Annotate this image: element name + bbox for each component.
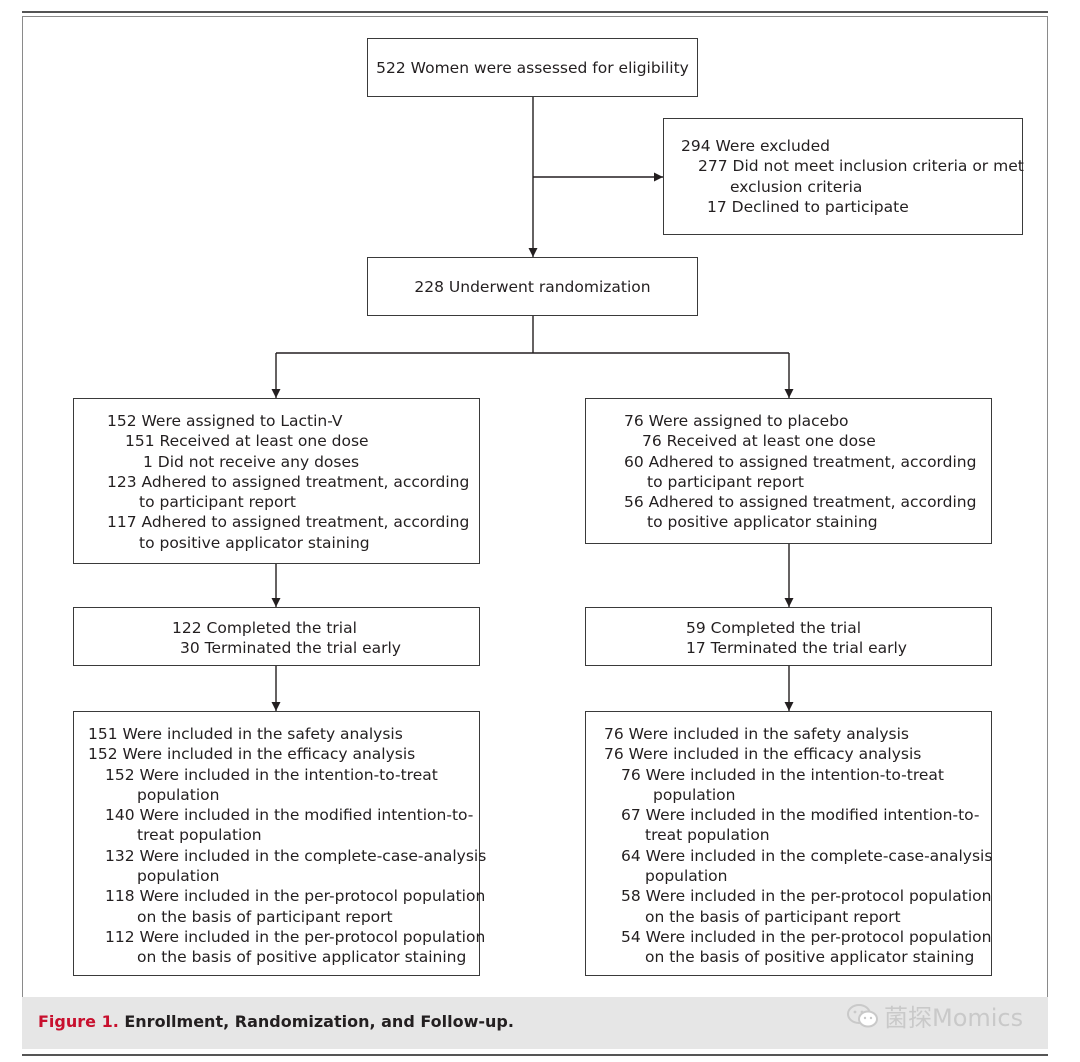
placebo-assigned-line: to positive applicator staining: [647, 513, 878, 532]
placebo-analysis-line: 76 Were included in the efficacy analysi…: [604, 745, 922, 764]
lactin-analysis-line: 151 Were included in the safety analysis: [88, 725, 403, 743]
randomized-box: 228 Underwent randomization: [367, 257, 698, 316]
figure-caption: Figure 1. Enrollment, Randomization, and…: [22, 997, 1048, 1049]
lactin-followup-box: 122 Completed the trial 30 Terminated th…: [73, 607, 480, 666]
lactin-assigned-box: 152 Were assigned to Lactin-V 151 Receiv…: [73, 398, 480, 564]
excluded-box: 294 Were excluded 277 Did not meet inclu…: [663, 118, 1024, 235]
excluded-title: 294 Were excluded: [681, 137, 830, 155]
placebo-assigned-line: to participant report: [647, 472, 804, 491]
watermark-text: 菌探Momics: [884, 1004, 1024, 1032]
lactin-assigned-line: 151 Received at least one dose: [125, 432, 369, 451]
placebo-analysis-line: 64 Were included in the complete-case-an…: [621, 846, 993, 865]
lactin-analysis-line: 152 Were included in the efficacy analys…: [88, 745, 416, 764]
placebo-analysis-line: 67 Were included in the modified intenti…: [621, 806, 980, 825]
lactin-analysis-line: 132 Were included in the complete-case-a…: [105, 846, 487, 865]
lactin-analysis-line: on the basis of positive applicator stai…: [137, 948, 467, 967]
lactin-followup-line: 122 Completed the trial: [172, 619, 357, 637]
lactin-assigned-line: 123 Adhered to assigned treatment, accor…: [107, 472, 470, 491]
placebo-analysis-line: on the basis of positive applicator stai…: [645, 948, 975, 967]
placebo-analysis-line: treat population: [645, 826, 770, 845]
bottom-rule: [22, 1054, 1048, 1056]
randomized-text: 228 Underwent randomization: [414, 278, 651, 296]
placebo-analysis-box: 76 Were included in the safety analysis …: [585, 711, 992, 976]
placebo-analysis-line: population: [645, 867, 728, 886]
lactin-analysis-line: on the basis of participant report: [137, 907, 393, 926]
lactin-analysis-box: 151 Were included in the safety analysis…: [73, 711, 487, 976]
wechat-icon: [847, 1003, 878, 1027]
lactin-assigned-line: 152 Were assigned to Lactin-V: [107, 412, 343, 430]
lactin-assigned-line: 1 Did not receive any doses: [143, 452, 360, 471]
placebo-assigned-line: 76 Were assigned to placebo: [624, 412, 849, 430]
assessed-text: 522 Women were assessed for eligibility: [376, 59, 689, 77]
placebo-followup-line: 17 Terminated the trial early: [686, 639, 907, 658]
placebo-analysis-line: on the basis of participant report: [645, 907, 901, 926]
lactin-assigned-line: 117 Adhered to assigned treatment, accor…: [107, 513, 470, 532]
excluded-reason-2: 17 Declined to participate: [707, 197, 909, 216]
flow-connectors: [271, 97, 794, 711]
lactin-analysis-line: population: [137, 867, 220, 886]
placebo-analysis-line: 76 Were included in the safety analysis: [604, 725, 909, 743]
placebo-analysis-line: 58 Were included in the per-protocol pop…: [621, 887, 992, 906]
lactin-analysis-line: 112 Were included in the per-protocol po…: [105, 927, 486, 946]
lactin-analysis-line: 140 Were included in the modified intent…: [105, 806, 474, 825]
placebo-assigned-box: 76 Were assigned to placebo 76 Received …: [585, 398, 992, 544]
lactin-analysis-line: population: [137, 785, 220, 804]
placebo-followup-line: 59 Completed the trial: [686, 619, 862, 637]
excluded-reason-1: 277 Did not meet inclusion criteria or m…: [698, 157, 1024, 176]
placebo-assigned-line: 56 Adhered to assigned treatment, accord…: [624, 493, 977, 512]
lactin-analysis-line: treat population: [137, 826, 262, 845]
lactin-followup-line: 30 Terminated the trial early: [180, 639, 401, 658]
lactin-analysis-line: 152 Were included in the intention-to-tr…: [105, 765, 438, 784]
lactin-analysis-line: 118 Were included in the per-protocol po…: [105, 887, 486, 906]
placebo-analysis-line: 54 Were included in the per-protocol pop…: [621, 927, 992, 946]
excluded-reason-1-cont: exclusion criteria: [730, 177, 863, 196]
placebo-assigned-line: 60 Adhered to assigned treatment, accord…: [624, 452, 977, 471]
caption-label: Figure 1.: [38, 1012, 119, 1031]
watermark: 菌探Momics: [846, 998, 1023, 1033]
lactin-assigned-line: to positive applicator staining: [139, 533, 370, 552]
top-rule: [22, 11, 1048, 13]
placebo-analysis-line: 76 Were included in the intention-to-tre…: [621, 765, 944, 784]
placebo-analysis-line: population: [653, 785, 736, 804]
caption-title: Enrollment, Randomization, and Follow-up…: [124, 1012, 514, 1031]
placebo-assigned-line: 76 Received at least one dose: [642, 432, 876, 451]
placebo-followup-box: 59 Completed the trial 17 Terminated the…: [585, 607, 992, 666]
assessed-box: 522 Women were assessed for eligibility: [367, 38, 698, 97]
lactin-assigned-line: to participant report: [139, 493, 296, 512]
